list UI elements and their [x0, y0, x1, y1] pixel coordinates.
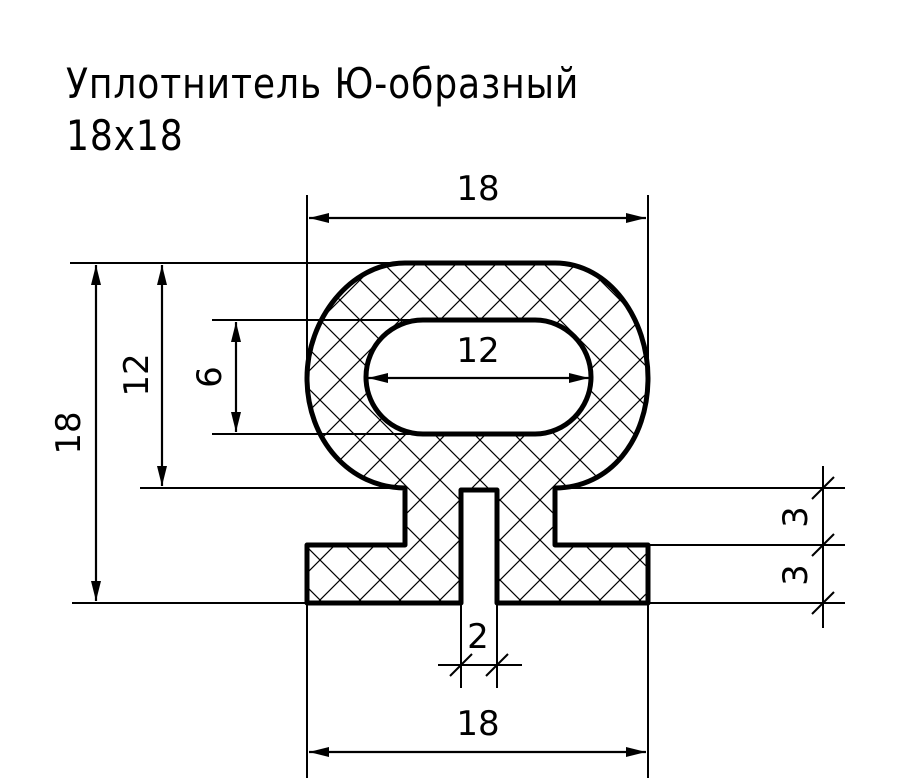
dimension-lines	[91, 213, 646, 757]
dim-overall-height: 18	[49, 411, 89, 454]
dim-bottom-width: 18	[456, 704, 499, 744]
title-name: Уплотнитель Ю-образный	[66, 59, 580, 108]
title-size: 18x18	[66, 111, 184, 160]
dim-top-width: 18	[456, 169, 499, 209]
tick-dimensions	[438, 466, 835, 677]
dim-hole-width: 12	[456, 331, 499, 371]
dim-bulb-height: 12	[117, 353, 157, 396]
dim-hole-height: 6	[190, 366, 230, 388]
drawing-title: Уплотнитель Ю-образный 18x18	[66, 58, 579, 162]
extension-lines	[70, 195, 845, 778]
dim-flange-upper: 3	[776, 506, 816, 528]
dim-flange-lower: 3	[776, 564, 816, 586]
dim-slot-width: 2	[467, 617, 489, 657]
